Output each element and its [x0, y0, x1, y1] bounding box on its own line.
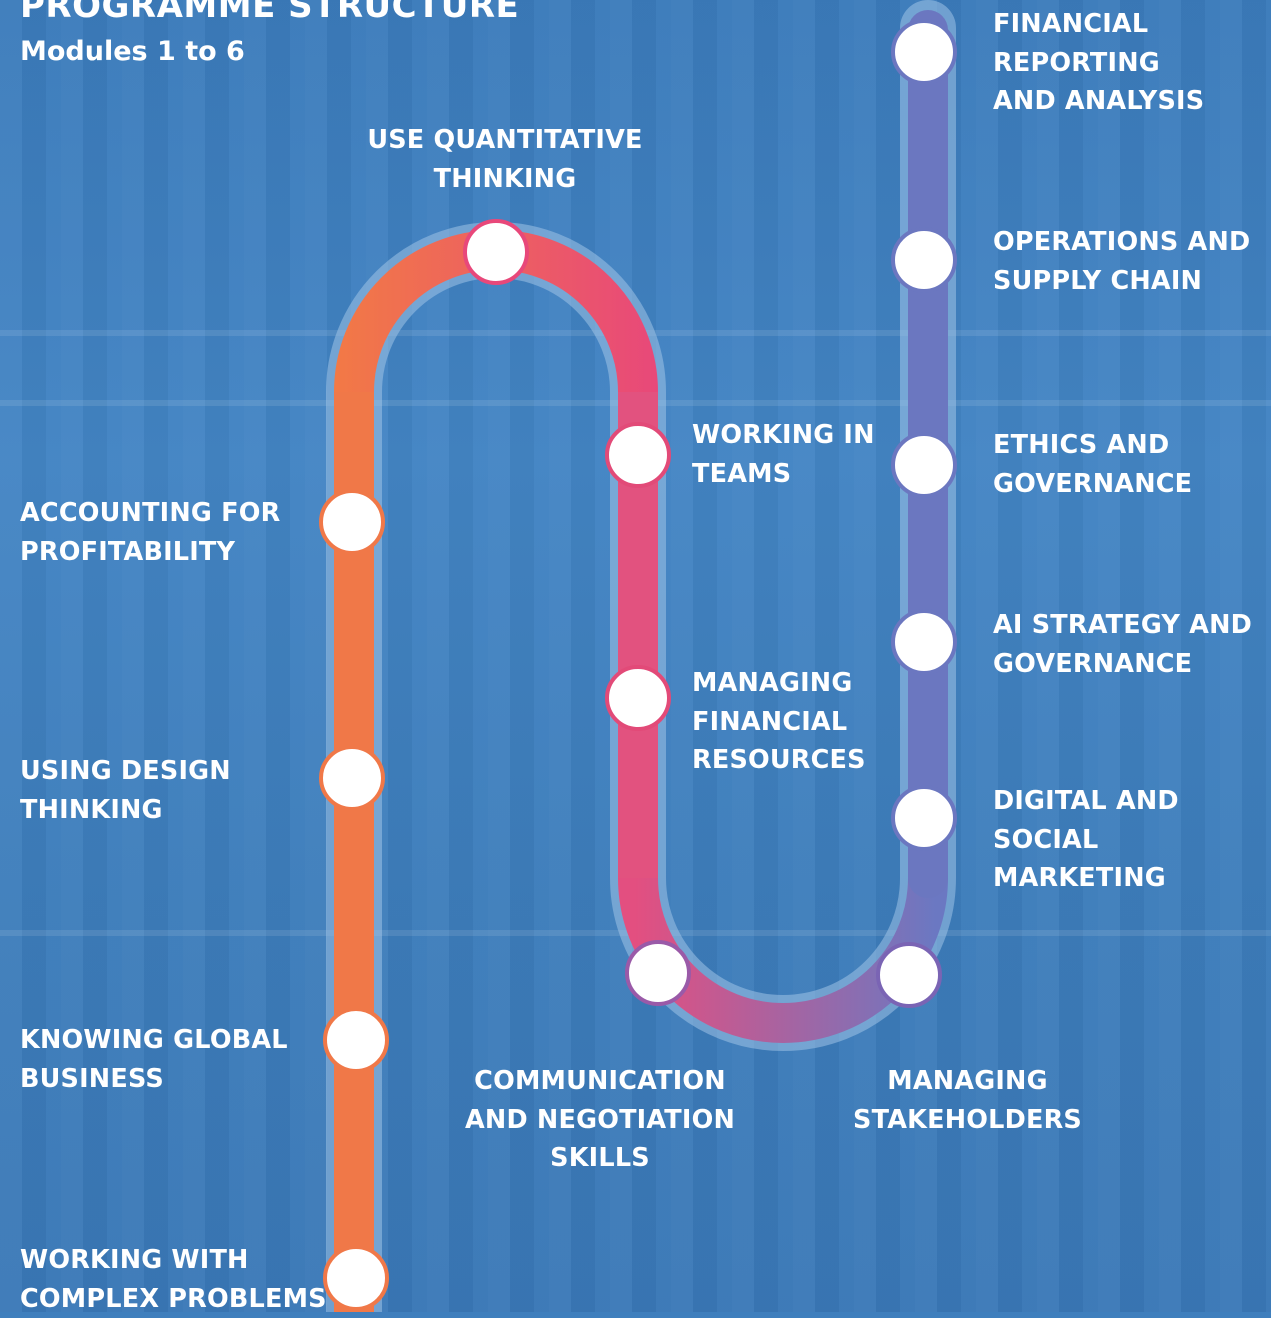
- module-node: [319, 489, 385, 555]
- module-node: [323, 1007, 389, 1073]
- page-title: PROGRAMME STRUCTURE: [20, 0, 520, 26]
- module-node: [319, 745, 385, 811]
- module-label-global-business: KNOWING GLOBAL BUSINESS: [20, 1025, 288, 1094]
- module-node: [463, 219, 529, 285]
- module-node: [605, 665, 671, 731]
- module-label-accounting: ACCOUNTING FOR PROFITABILITY: [20, 498, 281, 567]
- module-label-working-in-teams: WORKING IN TEAMS: [692, 420, 875, 489]
- module-label-design-thinking: USING DESIGN THINKING: [20, 756, 231, 825]
- module-node: [625, 940, 691, 1006]
- module-node: [891, 785, 957, 851]
- module-label-digital-marketing: DIGITAL AND SOCIAL MARKETING: [993, 786, 1179, 893]
- module-node: [891, 609, 957, 675]
- module-label-stakeholders: MANAGING STAKEHOLDERS: [853, 1066, 1082, 1135]
- module-label-operations: OPERATIONS AND SUPPLY CHAIN: [993, 227, 1251, 296]
- module-node: [323, 1245, 389, 1311]
- module-label-financial-resources: MANAGING FINANCIAL RESOURCES: [692, 668, 866, 775]
- module-node: [891, 227, 957, 293]
- module-node: [605, 422, 671, 488]
- module-label-quantitative-thinking: USE QUANTITATIVE THINKING: [367, 125, 643, 194]
- page-subtitle: Modules 1 to 6: [20, 36, 245, 67]
- module-label-ai-strategy: AI STRATEGY AND GOVERNANCE: [993, 610, 1253, 679]
- module-node: [891, 432, 957, 498]
- module-label-communication: COMMUNICATION AND NEGOTIATION SKILLS: [464, 1066, 736, 1173]
- module-node: [876, 942, 942, 1008]
- module-nodes: [319, 19, 957, 1311]
- module-label-financial-reporting: FINANCIAL REPORTING AND ANALYSIS: [993, 9, 1205, 116]
- module-label-ethics: ETHICS AND GOVERNANCE: [993, 430, 1193, 499]
- module-node: [891, 19, 957, 85]
- module-label-complex-problems: WORKING WITH COMPLEX PROBLEMS: [20, 1245, 327, 1314]
